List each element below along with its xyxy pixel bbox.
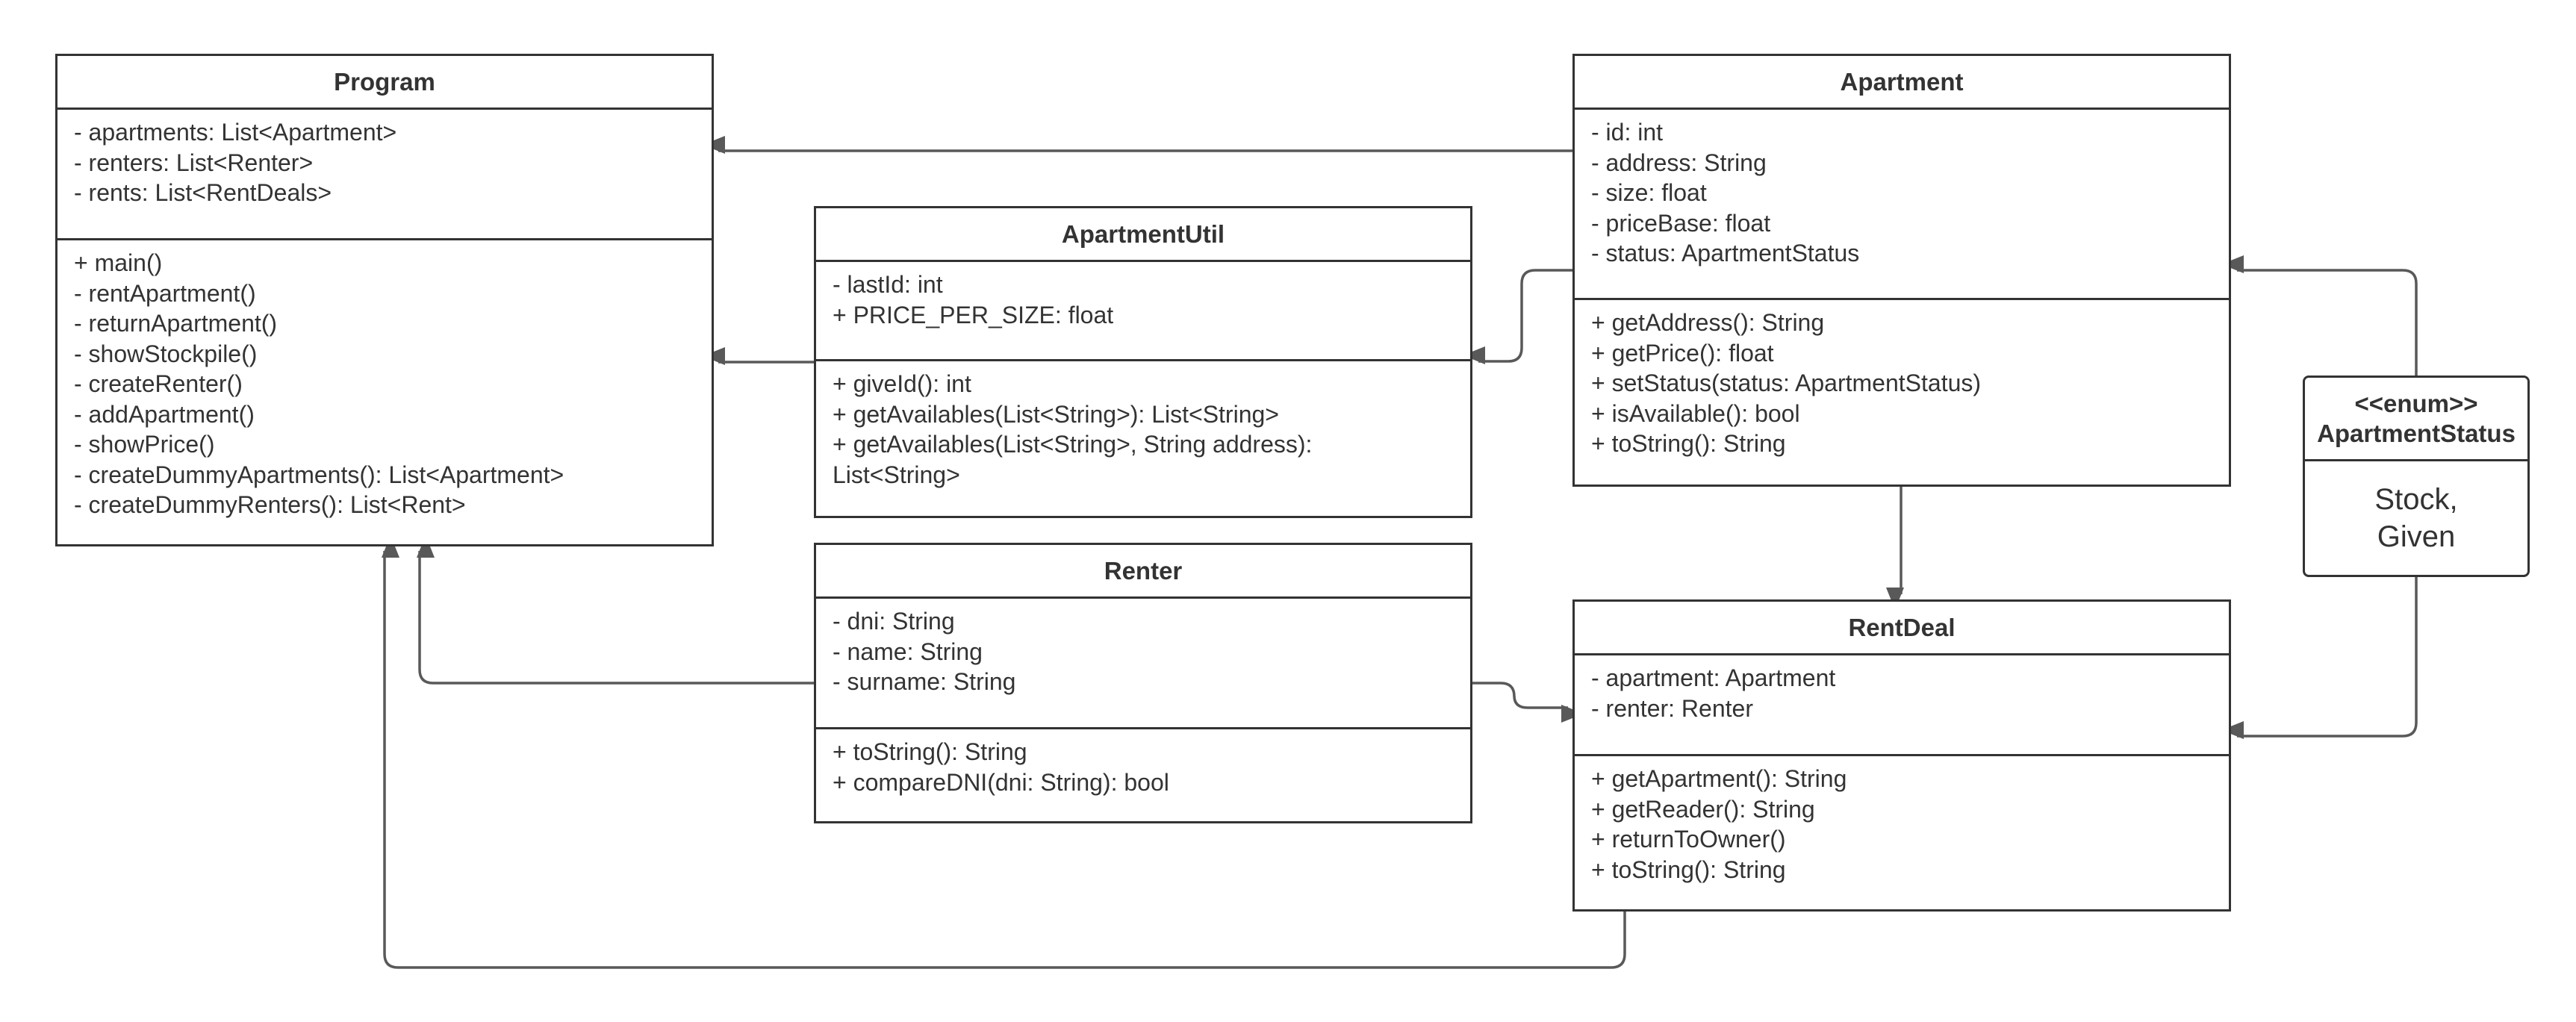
attribute: - dni: String <box>833 608 955 635</box>
attribute: - name: String <box>833 638 983 665</box>
attribute: - renters: List<Renter> <box>74 149 314 176</box>
method: + getApartment(): String <box>1591 765 1847 792</box>
method: + getPrice(): float <box>1591 339 1774 367</box>
connector-rentdeal-to-program <box>382 535 1626 969</box>
method: + toString(): String <box>1591 430 1786 457</box>
enum-apartment-status[interactable]: <<enum>> ApartmentStatus Stock, Given <box>2303 376 2530 577</box>
attribute: - apartments: List<Apartment> <box>74 119 397 146</box>
enum-values: Stock, Given <box>2305 461 2527 575</box>
method: + getAddress(): String <box>1591 309 1825 336</box>
class-program[interactable]: Program - apartments: List<Apartment> - … <box>55 54 714 546</box>
method-section: + giveId(): int + getAvailables(List<Str… <box>816 359 1470 516</box>
method: + toString(): String <box>833 738 1027 765</box>
attribute: - address: String <box>1591 149 1767 176</box>
method: - returnApartment() <box>74 310 278 337</box>
class-header: Apartment <box>1575 56 2229 110</box>
enum-name: ApartmentStatus <box>2317 419 2516 447</box>
class-header: RentDeal <box>1575 602 2229 655</box>
method: - showPrice() <box>74 431 215 458</box>
class-rent-deal[interactable]: RentDeal - apartment: Apartment - renter… <box>1572 599 2231 912</box>
method: - createDummyApartments(): List<Apartmen… <box>74 461 564 488</box>
attribute: - priceBase: float <box>1591 209 1771 237</box>
connector-apartment-to-apartmentutil <box>1463 269 1572 364</box>
attribute: - lastId: int <box>833 271 943 298</box>
connector-apartmentstatus-to-apartment <box>2221 255 2418 376</box>
attribute: - apartment: Apartment <box>1591 664 1836 691</box>
attribute-section: - apartments: List<Apartment> - renters:… <box>57 110 712 238</box>
attribute: - id: int <box>1591 119 1664 146</box>
class-renter[interactable]: Renter - dni: String - name: String - su… <box>814 543 1472 823</box>
enum-stereotype: <<enum>> <box>2354 389 2478 417</box>
attribute-section: - apartment: Apartment - renter: Renter <box>1575 655 2229 754</box>
attribute-section: - lastId: int + PRICE_PER_SIZE: float <box>816 262 1470 359</box>
method: + giveId(): int <box>833 370 971 397</box>
method: + getAvailables(List<String>, String add… <box>833 431 1313 488</box>
method: + isAvailable(): bool <box>1591 399 1800 427</box>
attribute: - surname: String <box>833 668 1016 695</box>
connector-apartmentstatus-to-rentdeal <box>2221 576 2418 739</box>
method: + getReader(): String <box>1591 795 1815 823</box>
attribute: - status: ApartmentStatus <box>1591 240 1860 267</box>
method: + getAvailables(List<String>): List<Stri… <box>833 400 1279 428</box>
class-header: Renter <box>816 545 1470 599</box>
method: + setStatus(status: ApartmentStatus) <box>1591 370 1982 396</box>
method-section: + getAddress(): String + getPrice(): flo… <box>1575 298 2229 484</box>
attribute: - size: float <box>1591 179 1707 206</box>
method: + compareDNI(dni: String): bool <box>833 768 1169 796</box>
class-header: ApartmentUtil <box>816 208 1470 262</box>
method-section: + toString(): String + compareDNI(dni: S… <box>816 727 1470 821</box>
method: - showStockpile() <box>74 340 258 367</box>
attribute: - rents: List<RentDeals> <box>74 179 332 206</box>
connector-renter-to-rentdeal <box>1471 682 1584 723</box>
enum-value: Stock, <box>2374 483 2458 516</box>
method-section: + getApartment(): String + getReader(): … <box>1575 754 2229 909</box>
method: + toString(): String <box>1591 856 1786 883</box>
class-apartment[interactable]: Apartment - id: int - address: String - … <box>1572 54 2231 487</box>
class-apartment-util[interactable]: ApartmentUtil - lastId: int + PRICE_PER_… <box>814 206 1472 518</box>
method: + returnToOwner() <box>1591 826 1786 853</box>
method: - addApartment() <box>74 400 255 428</box>
enum-header: <<enum>> ApartmentStatus <box>2305 378 2527 461</box>
method: - createDummyRenters(): List<Rent> <box>74 491 466 518</box>
method: - createRenter() <box>74 370 243 397</box>
attribute: + PRICE_PER_SIZE: float <box>833 301 1114 328</box>
attribute: - renter: Renter <box>1591 694 1753 722</box>
attribute-section: - id: int - address: String - size: floa… <box>1575 110 2229 298</box>
connector-renter-to-program <box>417 535 814 685</box>
method: - rentApartment() <box>74 279 256 307</box>
attribute-section: - dni: String - name: String - surname: … <box>816 599 1470 727</box>
method-section: + main() - rentApartment() - returnApart… <box>57 238 712 544</box>
class-header: Program <box>57 56 712 110</box>
enum-value: Given <box>2377 520 2456 553</box>
method: + main() <box>74 249 163 276</box>
